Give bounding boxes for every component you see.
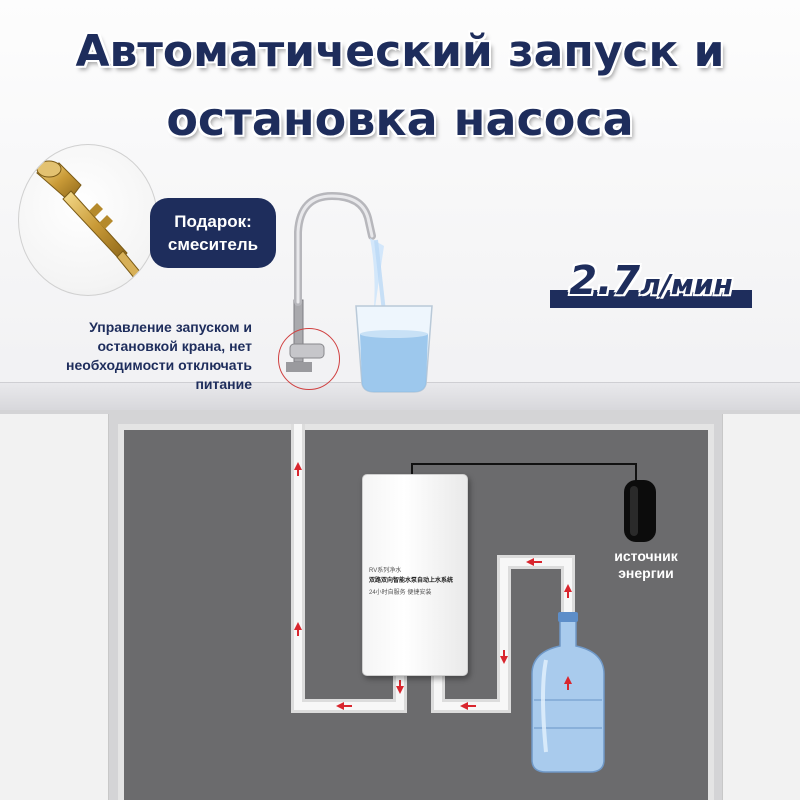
flow-arrow-icon [294, 462, 302, 476]
pump-label-line-1: RV系列净水 [369, 568, 402, 574]
cabinet-door-left [0, 414, 109, 800]
power-source-label: источник энергии [586, 548, 706, 582]
gift-label-line-1: Подарок: [174, 212, 252, 231]
flow-rate-text: 2.7л/мин [550, 258, 752, 304]
description-line-4: питание [195, 376, 252, 392]
title-line-2: остановка насоса [166, 92, 634, 146]
pump-label-line-2: 双路双向智能水泵自动上水系统 [369, 578, 454, 584]
gift-label-line-2: смеситель [167, 235, 259, 254]
cabinet-door-right [722, 414, 800, 800]
flow-arrow-icon [294, 622, 302, 636]
power-source-line-1: источник [614, 548, 678, 564]
flow-rate-bar [550, 290, 752, 308]
pump-label-line-3: 24小时自服务 便捷安装 [369, 590, 432, 596]
title-line-1: Автоматический запуск и [75, 26, 725, 77]
flow-arrow-icon [526, 558, 542, 566]
faucet-valve-highlight [278, 328, 340, 390]
water-bottle-icon [531, 612, 605, 773]
power-source-icon [624, 480, 656, 542]
flow-arrow-icon [564, 584, 572, 598]
description-line-2: остановкой крана, нет [97, 338, 252, 354]
control-description: Управление запуском и остановкой крана, … [18, 318, 252, 394]
flow-arrow-icon [396, 680, 404, 694]
pump-icon: RV系列净水 双路双向智能水泵自动上水系统 24小时自服务 便捷安装 [362, 474, 468, 676]
flow-rate-value: 2.7 [569, 258, 641, 304]
flow-arrows [294, 462, 572, 710]
flow-arrow-icon [500, 650, 508, 664]
flow-arrow-icon [460, 702, 476, 710]
gift-badge: Подарок: смеситель [150, 198, 276, 268]
description-line-1: Управление запуском и [89, 319, 252, 335]
description-line-3: необходимости отключать [66, 357, 252, 373]
flow-rate-unit: л/мин [640, 268, 733, 301]
mixer-fitting-icon [18, 144, 158, 296]
flow-arrow-icon [564, 676, 572, 690]
power-source-line-2: энергии [618, 565, 674, 581]
flow-rate-badge: 2.7л/мин [550, 258, 752, 308]
flow-arrow-icon [336, 702, 352, 710]
